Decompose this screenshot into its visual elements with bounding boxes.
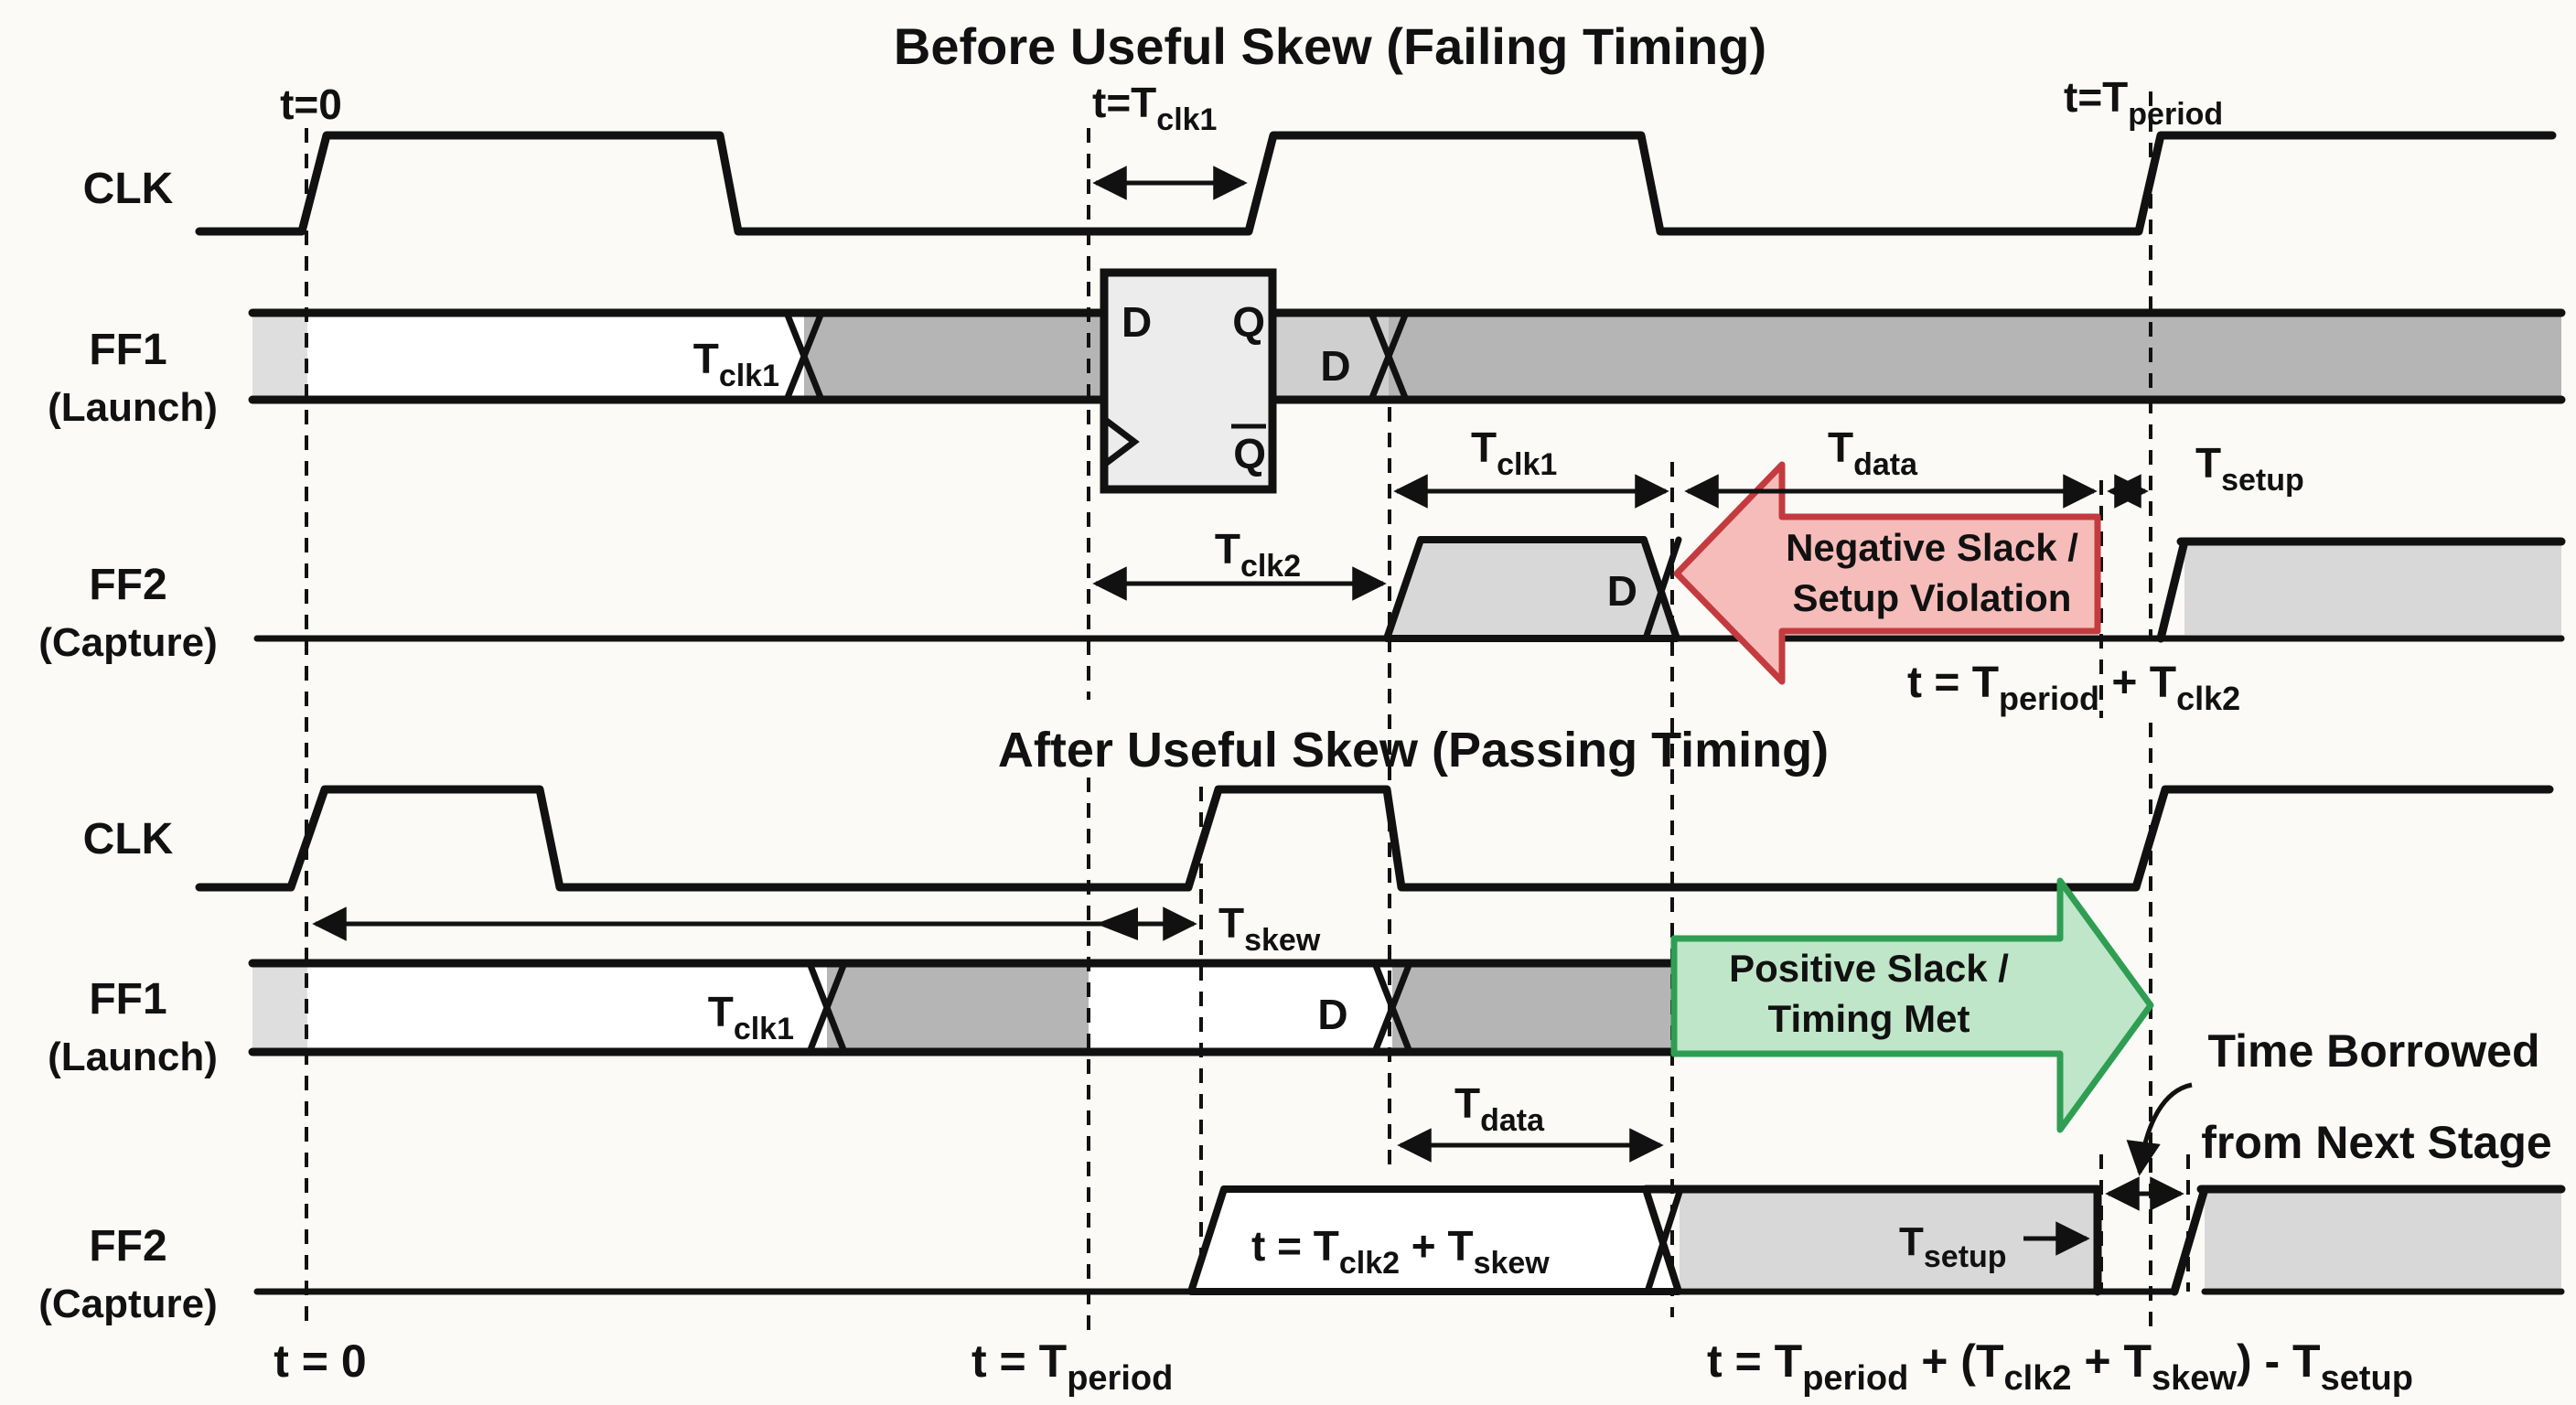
top-title: Before Useful Skew (Failing Timing) — [894, 17, 1766, 75]
crossover-icon — [1371, 960, 1413, 1056]
crossover-icon — [806, 960, 848, 1056]
curved-pointer-arrow — [2126, 1082, 2193, 1176]
ff2-d-label-top: D — [1607, 567, 1637, 615]
ff1-d-label-bottom: D — [1317, 991, 1347, 1038]
slack-text-line1: Positive Slack / — [1729, 947, 2009, 990]
clk-label-top: CLK — [83, 165, 174, 213]
ff2-pulse-equation: t = Tclk2 + Tskew — [1251, 1222, 1550, 1281]
ff1-tclk1-band-label-bottom: Tclk1 — [708, 988, 794, 1046]
ff1-sublabel-top: (Launch) — [48, 385, 218, 430]
tclk1-arrow-label: Tclk1 — [1471, 424, 1557, 482]
violation-text-line1: Negative Slack / — [1786, 526, 2078, 569]
ffbox-qbar-label: Q — [1233, 430, 1266, 477]
ff2-waveform-bottom — [253, 1185, 2566, 1296]
tclk2-arrow-label: Tclk2 — [1215, 525, 1301, 584]
tskew-measure — [312, 906, 1197, 941]
flipflop-box — [1100, 268, 1277, 494]
ff2-label-top: FF2 — [89, 561, 166, 609]
clk-waveform-bottom — [195, 785, 2554, 892]
ff1-band-top-outline — [248, 308, 2566, 404]
ff2-band-top-fills — [1387, 542, 2561, 635]
ff1-band-bottom-outline — [248, 959, 1679, 1056]
ff1-band-bottom-fills — [252, 967, 1674, 1048]
ffbox-q-label: Q — [1232, 298, 1265, 346]
negative-slack-arrow — [1673, 461, 2101, 685]
ff1-tclk1-band-label: Tclk1 — [693, 335, 779, 393]
crossover-icon — [783, 309, 825, 403]
crossover-icon — [1642, 536, 1682, 642]
axis-t0: t = 0 — [274, 1335, 366, 1387]
marker-tperiod: t=Tperiod — [2064, 73, 2223, 132]
left-arrow-icon — [1673, 461, 2101, 685]
ffbox-d-label: D — [1122, 298, 1152, 346]
ff2-sublabel-bottom: (Capture) — [38, 1282, 218, 1326]
tskew-label: Tskew — [1218, 899, 1321, 958]
axis-tperiod: t = Tperiod — [971, 1335, 1173, 1398]
marker-t0: t=0 — [280, 80, 342, 128]
slack-text-line2: Timing Met — [1768, 997, 1970, 1040]
tdata-arrow-label: Tdata — [1828, 424, 1918, 482]
clk-label-bottom: CLK — [83, 815, 174, 863]
ff1-label-bottom: FF1 — [89, 975, 166, 1024]
tsetup-label-top: Tsetup — [2195, 439, 2304, 498]
ff2-label-bottom: FF2 — [89, 1222, 166, 1271]
crossover-icon — [1644, 1185, 1684, 1295]
axis-final-equation: t = Tperiod + (Tclk2 + Tskew) - Tsetup — [1707, 1335, 2413, 1398]
positive-slack-arrow — [1670, 877, 2154, 1133]
bottom-title: After Useful Skew (Passing Timing) — [998, 723, 1829, 778]
ff2-waveform-top — [253, 536, 2566, 643]
marker-tclk1: t=Tclk1 — [1092, 79, 1217, 137]
borrow-text-line2: from Next Stage — [2201, 1117, 2551, 1168]
crossover-icon — [1368, 309, 1410, 403]
ff1-d-label-top: D — [1320, 342, 1350, 390]
clk-waveform-top — [195, 131, 2557, 236]
borrow-text-line1: Time Borrowed — [2207, 1025, 2539, 1077]
clock-triangle-icon — [1101, 416, 1140, 467]
ff2-band-bottom-fills — [1680, 1193, 2561, 1288]
tdata-arrow-label-bottom: Tdata — [1454, 1079, 1545, 1138]
ff2-sublabel-top: (Capture) — [38, 620, 218, 665]
flipflop-symbol — [1100, 268, 1277, 494]
time-borrowed-measure — [2105, 1082, 2193, 1211]
ff1-sublabel-bottom: (Launch) — [48, 1035, 218, 1079]
arrowhead-left-icon — [1096, 907, 1138, 940]
capture-time-equation: t = Tperiod + Tclk2 — [1907, 659, 2240, 717]
tsetup-label-bottom: Tsetup — [1899, 1219, 2007, 1274]
ff1-label-top: FF1 — [89, 326, 166, 374]
violation-text-line2: Setup Violation — [1793, 576, 2072, 619]
ff1-band-top-fills — [252, 316, 2561, 397]
